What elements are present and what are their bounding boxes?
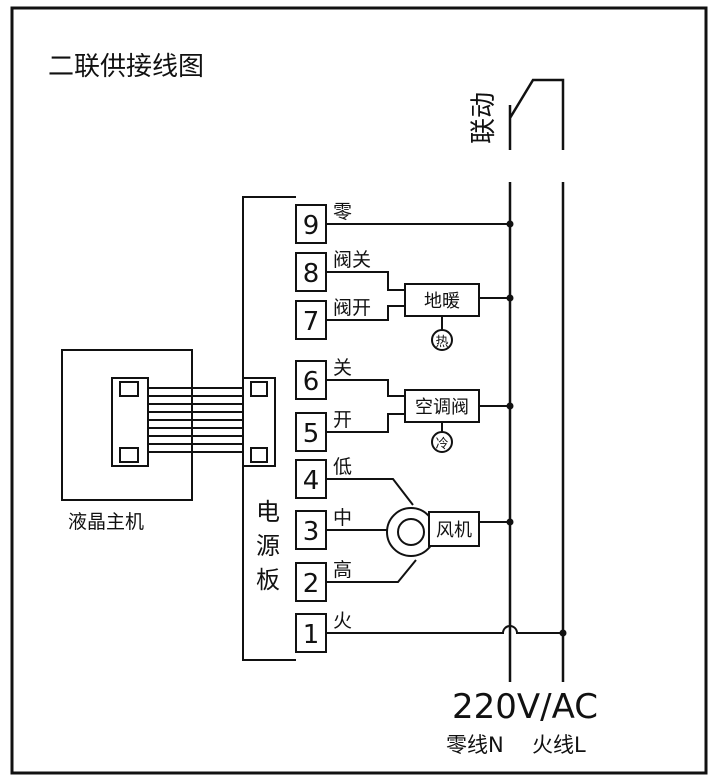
terminal-label: 火	[333, 610, 352, 632]
terminal-label: 中	[333, 507, 352, 529]
fan-box	[428, 511, 480, 547]
ac-valve-label: 空调阀	[415, 397, 469, 418]
floor-heating-box	[404, 283, 480, 317]
fan-label: 风机	[436, 520, 472, 541]
linkage-switch-symbol	[508, 78, 565, 150]
power-board-label-2: 源	[256, 532, 280, 560]
terminal-label: 低	[333, 456, 352, 478]
terminal-number: 6	[303, 367, 320, 397]
diagram-title: 二联供接线图	[48, 52, 204, 82]
terminal-box	[295, 510, 327, 550]
wire-ac-open	[326, 413, 405, 433]
terminal-number: 2	[303, 569, 320, 599]
junction-neutral	[506, 220, 514, 228]
cold-symbol-circle	[431, 431, 453, 453]
terminal-box	[295, 562, 327, 602]
lcd-host-outline	[61, 349, 193, 501]
terminal-label: 阀开	[333, 297, 371, 319]
terminal-box	[295, 459, 327, 499]
wire-ac-close	[326, 379, 405, 397]
linkage-label: 联动	[469, 92, 499, 144]
ac-valve-box	[404, 389, 480, 423]
terminal-box	[295, 613, 327, 653]
wire-valve-open	[326, 305, 405, 321]
terminal-number: 3	[303, 517, 320, 547]
junction-ac	[506, 402, 514, 410]
lcd-host-label: 液晶主机	[68, 511, 144, 533]
terminal-number: 8	[303, 259, 320, 289]
junction-live	[559, 629, 567, 637]
terminal-7: 7 阀开	[295, 297, 371, 340]
terminal-label: 高	[333, 559, 352, 581]
ribbon-cable	[148, 387, 246, 453]
power-board-label-1: 电	[256, 498, 280, 526]
wire-fan-low	[326, 478, 414, 506]
neutral-label: 零线N	[446, 733, 504, 757]
terminal-box	[295, 252, 327, 292]
terminal-number: 4	[303, 466, 320, 496]
wire-fan-high	[326, 559, 417, 583]
wire-live	[326, 625, 563, 634]
terminal-label: 关	[333, 357, 352, 379]
diagram-border	[10, 6, 708, 775]
cold-symbol: 冷	[435, 437, 448, 452]
terminal-label: 零	[333, 201, 352, 223]
power-board-connector	[242, 377, 276, 467]
lcd-connector	[111, 377, 149, 467]
hot-symbol-circle	[431, 329, 453, 351]
wire-valve-close	[326, 271, 405, 291]
terminal-number: 5	[303, 419, 320, 449]
fan-motor-inner	[397, 518, 425, 546]
terminal-label: 阀关	[333, 249, 371, 271]
terminal-number: 7	[303, 307, 320, 337]
hot-symbol: 热	[435, 335, 448, 350]
supply-voltage: 220V/AC	[452, 687, 598, 727]
terminal-number: 9	[303, 211, 320, 241]
terminal-label: 开	[333, 409, 352, 431]
power-board-label-3: 板	[256, 566, 280, 594]
junction-floor-heating	[506, 294, 514, 302]
junction-fan	[506, 518, 514, 526]
live-label: 火线L	[532, 733, 586, 757]
terminal-number: 1	[303, 620, 320, 650]
terminal-8: 8 阀关	[295, 249, 371, 292]
floor-heating-label: 地暖	[424, 291, 460, 312]
